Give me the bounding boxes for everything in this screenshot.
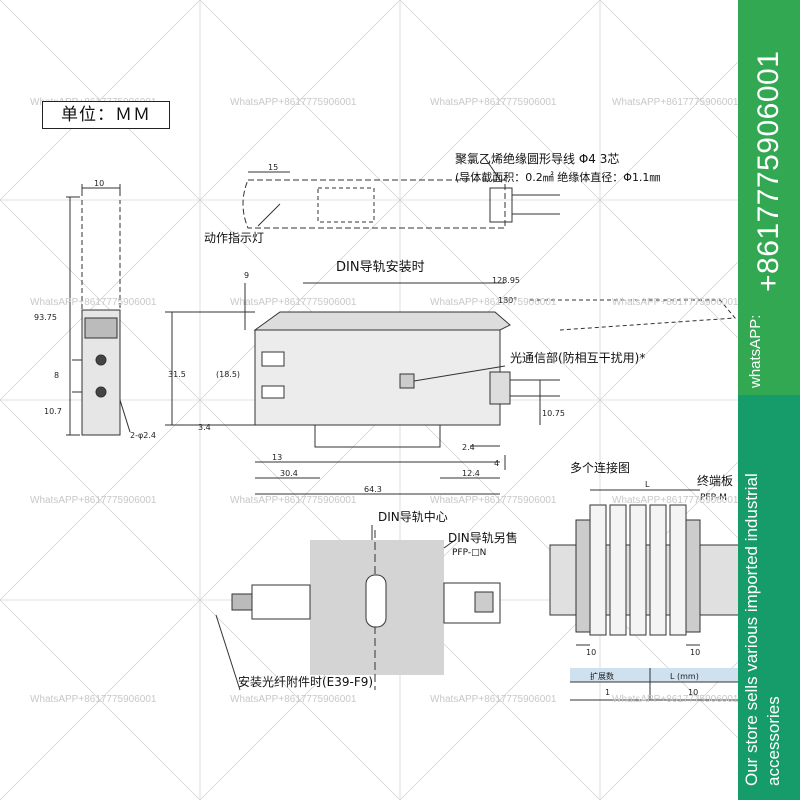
watermark: WhatsAPP+8617775906001 <box>612 297 739 308</box>
fiber-attach-label: 安装光纤附件时(E39-F9) <box>238 674 373 689</box>
dim-64-3: 64.3 <box>364 485 382 494</box>
watermark: WhatsAPP+8617775906001 <box>430 297 557 308</box>
watermark: WhatsAPP+8617775906001 <box>612 495 739 506</box>
watermark: WhatsAPP+8617775906001 <box>612 97 739 108</box>
dim-12-4: 12.4 <box>462 469 480 478</box>
dim-multi-10a: 10 <box>586 648 596 657</box>
dim-top-width: 15 <box>268 163 278 172</box>
din-sold-label: DIN导轨另售 <box>448 530 518 545</box>
whatsapp-number: +8617775906001 <box>752 50 785 292</box>
watermark: WhatsAPP+8617775906001 <box>30 297 157 308</box>
table-cell-ext: 1 <box>605 688 610 697</box>
dim-side-holes: 2-φ2.4 <box>130 431 156 440</box>
watermark: WhatsAPP+8617775906001 <box>30 694 157 705</box>
watermark: WhatsAPP+8617775906001 <box>430 97 557 108</box>
dim-128-95: 128.95 <box>492 276 520 285</box>
sidebar-bottom-panel <box>738 395 800 800</box>
dim-9: 9 <box>244 271 249 280</box>
front-view <box>165 282 737 495</box>
store-text-line-2: accessories <box>764 696 783 786</box>
watermark: WhatsAPP+8617775906001 <box>30 495 157 506</box>
watermark: WhatsAPP+8617775906001 <box>230 694 357 705</box>
sidebar-top-panel <box>738 0 800 395</box>
dim-31-5: 31.5 <box>168 370 186 379</box>
dim-multi-L: L <box>645 480 650 489</box>
table-header-ext: 扩展数 <box>590 671 614 681</box>
dim-side-8: 8 <box>54 371 59 380</box>
watermark: WhatsAPP+8617775906001 <box>230 97 357 108</box>
dim-4: 4 <box>494 459 499 468</box>
dim-2-4: 2.4 <box>462 443 475 452</box>
dim-3-4: 3.4 <box>198 423 211 432</box>
end-plate-part: PFP-M <box>700 493 727 503</box>
watermark: WhatsAPP+8617775906001 <box>230 297 357 308</box>
store-text-line-1: Our store sells various imported industr… <box>742 473 761 786</box>
side-view <box>66 184 131 436</box>
table-header-l: L (mm) <box>670 672 699 681</box>
watermark: WhatsAPP+8617775906001 <box>430 495 557 506</box>
top-view <box>242 157 560 229</box>
watermark: WhatsAPP+8617775906001 <box>230 495 357 506</box>
contact-sidebar: whatsAPP: +8617775906001 Our store sells… <box>738 0 800 800</box>
dim-side-width: 10 <box>94 179 104 188</box>
dim-13: 13 <box>272 453 282 462</box>
end-plate-label: 终端板 <box>697 473 733 488</box>
din-rail-view <box>215 525 501 691</box>
cable-desc-1: 聚氯乙烯绝缘圆形导线 Φ4 3芯 <box>455 151 619 166</box>
dim-30-4: 30.4 <box>280 469 298 478</box>
watermark: WhatsAPP+8617775906001 <box>612 694 739 705</box>
dim-18-5: (18.5) <box>216 370 240 379</box>
watermark: WhatsAPP+8617775906001 <box>430 694 557 705</box>
unit-label: 单位：ＭＭ <box>42 101 170 129</box>
whatsapp-label: whatsAPP: <box>747 314 764 388</box>
din-part-label: PFP-□N <box>452 548 486 558</box>
table-cell-l: 10 <box>688 688 698 697</box>
dim-side-10-7: 10.7 <box>44 407 62 416</box>
dim-side-height: 93.75 <box>34 313 57 322</box>
din-mount-title: DIN导轨安装时 <box>336 260 425 275</box>
dim-10-75: 10.75 <box>542 409 565 418</box>
multi-connection-view <box>549 489 741 646</box>
din-center-label: DIN导轨中心 <box>378 509 448 524</box>
optical-comm-label: 光通信部(防相互干扰用)* <box>510 350 645 365</box>
dim-180: 180° <box>498 296 517 305</box>
indicator-lamp-label: 动作指示灯 <box>204 230 264 245</box>
dim-multi-10b: 10 <box>690 648 700 657</box>
cable-desc-2: (导体截面积：0.2㎟ 绝缘体直径：Φ1.1㎜ <box>455 170 660 184</box>
extension-table <box>570 668 738 701</box>
multi-connect-label: 多个连接图 <box>570 460 630 475</box>
